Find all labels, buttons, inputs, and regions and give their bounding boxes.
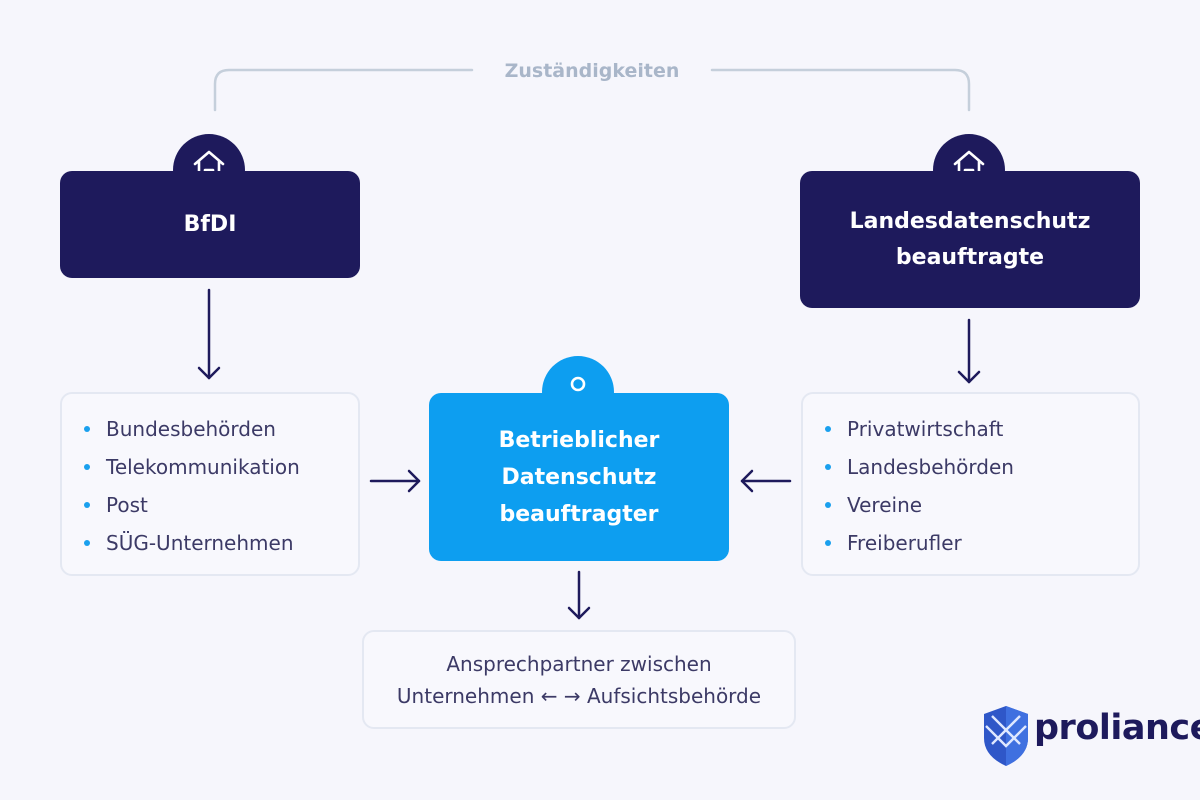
arrow-down-lfd [957, 318, 981, 384]
responsibility-bracket-left [213, 68, 474, 112]
lfd-title-line2: beauftragte [895, 244, 1045, 270]
dsb-box: Betrieblicher Datenschutz beauftragter [429, 393, 729, 561]
responsibilities-label: Zuständigkeiten [504, 60, 680, 82]
contact-line2: Unternehmen ← → Aufsichtsbehörde [396, 683, 762, 708]
shield-icon [984, 706, 1028, 766]
list-item: Landesbehörden [825, 448, 1138, 486]
responsibility-bracket-right [710, 68, 971, 112]
list-item: Bundesbehörden [84, 410, 358, 448]
arrow-down-dsb [567, 570, 591, 620]
list-item: Telekommunikation [84, 448, 358, 486]
list-item: Vereine [825, 486, 1138, 524]
contact-line1: Ansprechpartner zwischen [446, 651, 712, 676]
lfd-scope-list: Privatwirtschaft Landesbehörden Vereine … [801, 392, 1140, 576]
lfd-title-line1: Landesdatenschutz [849, 208, 1091, 234]
dsb-title-line2: Datenschutz [501, 464, 657, 490]
dsb-title-line3: beauftragter [499, 501, 659, 527]
bfdi-scope-list: Bundesbehörden Telekommunikation Post SÜ… [60, 392, 360, 576]
bfdi-box: BfDI [60, 171, 360, 278]
lfd-box: Landesdatenschutz beauftragte [800, 171, 1140, 308]
proliance-logo: proliance [982, 704, 1200, 770]
list-item: Freiberufler [825, 524, 1138, 562]
contact-box: Ansprechpartner zwischen Unternehmen ← →… [362, 630, 796, 729]
bfdi-title: BfDI [183, 211, 237, 237]
arrow-left-to-dsb [740, 469, 792, 493]
dsb-title-line1: Betrieblicher [498, 427, 660, 453]
arrow-right-to-dsb [369, 469, 421, 493]
arrow-down-bfdi [197, 288, 221, 380]
list-item: SÜG-Unternehmen [84, 524, 358, 562]
logo-wordmark: proliance [1034, 708, 1200, 748]
list-item: Post [84, 486, 358, 524]
list-item: Privatwirtschaft [825, 410, 1138, 448]
